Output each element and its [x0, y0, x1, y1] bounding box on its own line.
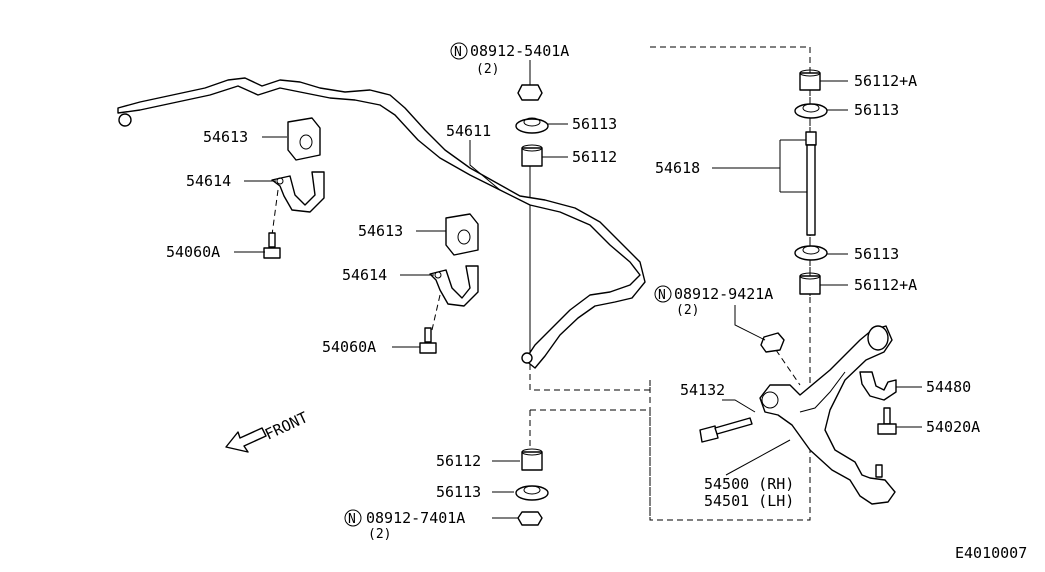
label-nut-mid-code: 08912-9421A [674, 285, 773, 303]
label-56112-left-top: 56112 [572, 148, 617, 166]
stabilizer-bar[interactable] [117, 77, 646, 369]
link-bushing-bottom[interactable] [799, 272, 821, 295]
clamp-lower[interactable] [429, 265, 479, 307]
label-54060a-lower: 54060A [322, 338, 376, 356]
nut-symbol-icon: N [348, 512, 356, 527]
bolt-bracket[interactable] [877, 407, 897, 435]
clamp-upper[interactable] [271, 171, 325, 213]
label-54132: 54132 [680, 381, 725, 399]
nut-mid-callout: N 08912-9421A (2) [654, 285, 773, 318]
label-54613-lower: 54613 [358, 222, 403, 240]
label-54611: 54611 [446, 122, 491, 140]
label-nut-bottom-qty: (2) [368, 527, 391, 542]
bolt-lower[interactable] [419, 327, 437, 354]
front-label: FRONT [262, 408, 311, 443]
label-54618: 54618 [655, 159, 700, 177]
bracket[interactable] [859, 371, 897, 401]
label-54614-lower: 54614 [342, 266, 387, 284]
front-arrow-icon [225, 427, 267, 453]
label-54501-lh: 54501 (LH) [704, 492, 794, 510]
nut-bottom[interactable] [517, 511, 543, 526]
link-rod[interactable] [805, 131, 817, 236]
nut-bottom-callout: N 08912-7401A (2) [344, 509, 465, 542]
label-nut-top-qty: (2) [476, 62, 499, 77]
label-56112-left-bottom: 56112 [436, 452, 481, 470]
label-56113-right-bottom: 56113 [854, 245, 899, 263]
bushing-lower[interactable] [445, 213, 479, 256]
link-washer-top[interactable] [794, 103, 828, 119]
diagram-code: E4010007 [955, 544, 1027, 562]
bolt-arm[interactable] [699, 417, 753, 443]
label-54480: 54480 [926, 378, 971, 396]
label-nut-top-code: 08912-5401A [470, 42, 569, 60]
washer-left-top[interactable] [515, 117, 549, 134]
label-nut-bottom-code: 08912-7401A [366, 509, 465, 527]
link-washer-bottom[interactable] [794, 245, 828, 261]
bushing-left-top[interactable] [521, 144, 543, 167]
lower-control-arm[interactable] [759, 325, 896, 505]
label-nut-mid-qty: (2) [676, 303, 699, 318]
label-54614-upper: 54614 [186, 172, 231, 190]
bushing-left-bottom[interactable] [521, 448, 543, 471]
label-54060a-upper: 54060A [166, 243, 220, 261]
bushing-upper[interactable] [287, 117, 321, 161]
label-56113-left-top: 56113 [572, 115, 617, 133]
nut-top-callout: N 08912-5401A (2) [450, 42, 569, 77]
nut-mid[interactable] [760, 332, 785, 353]
label-56113-right-top: 56113 [854, 101, 899, 119]
nut-top[interactable] [517, 84, 543, 101]
label-56113-left-bottom: 56113 [436, 483, 481, 501]
link-bushing-top[interactable] [799, 69, 821, 91]
label-56112a-top: 56112+A [854, 72, 917, 90]
label-54613-upper: 54613 [203, 128, 248, 146]
label-54500-rh: 54500 (RH) [704, 475, 794, 493]
label-56112a-bottom: 56112+A [854, 276, 917, 294]
nut-symbol-icon: N [658, 288, 666, 303]
nut-symbol-icon: N [454, 45, 462, 60]
washer-left-bottom[interactable] [515, 485, 549, 501]
bolt-upper[interactable] [263, 232, 281, 259]
label-54020a: 54020A [926, 418, 980, 436]
leader-lines [234, 60, 922, 519]
